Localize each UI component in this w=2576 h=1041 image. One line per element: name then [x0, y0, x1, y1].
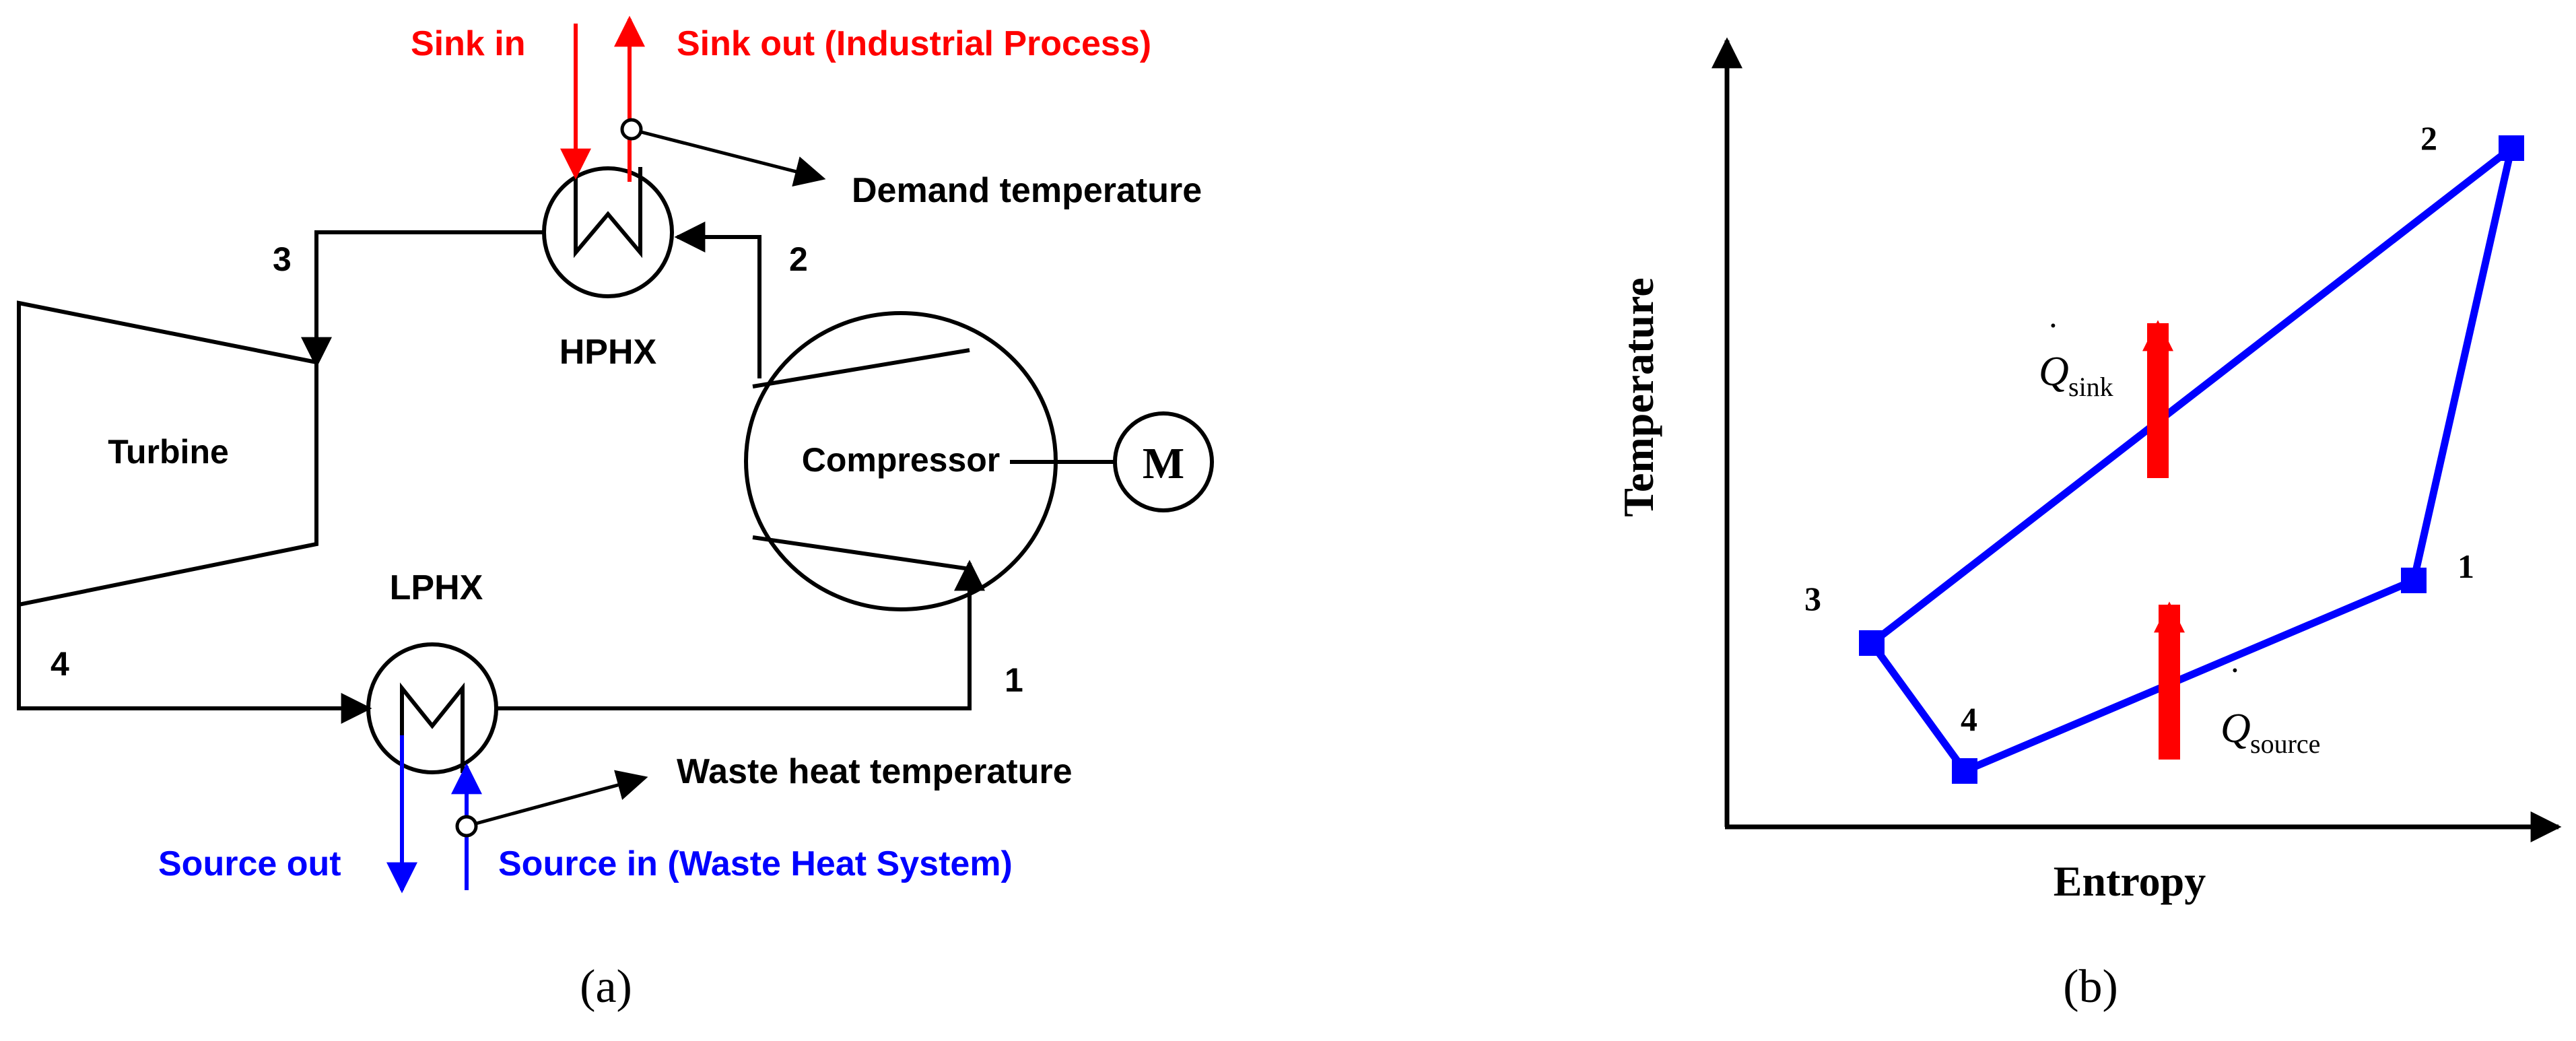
q-source-symbol: Q	[2221, 706, 2251, 751]
pipe-turbine-to-lphx	[17, 605, 372, 724]
caption-b: (b)	[2063, 961, 2118, 1013]
sink-in-label: Sink in	[411, 24, 525, 63]
demand-temperature-sensor	[620, 118, 643, 141]
waste-heat-temperature-leader	[475, 770, 648, 826]
pipe-lphx-to-compressor	[497, 560, 985, 710]
q-source-label: ˙ Q source	[2221, 661, 2320, 759]
source-out-label: Source out	[158, 844, 341, 883]
q-sink-label: ˙ Q sink	[2039, 316, 2113, 402]
turbine-shape	[17, 300, 318, 607]
ts-state-1-label: 1	[2458, 547, 2474, 585]
ts-state-4-marker	[1952, 758, 1977, 784]
ts-state-1-marker	[2401, 568, 2427, 593]
schematic-state-4-label: 4	[50, 645, 69, 683]
schematic-state-2-label: 2	[789, 240, 808, 278]
source-in-label: Source in (Waste Heat System)	[498, 844, 1013, 883]
hphx-shape	[542, 166, 674, 298]
schematic-panel: Turbine Compressor M HPHX LPHX 1 2 3 4 S…	[17, 15, 1214, 1013]
pipe-compressor-to-hphx	[674, 222, 761, 378]
compressor-label: Compressor	[802, 441, 1001, 479]
ts-state-2-label: 2	[2420, 119, 2437, 157]
schematic-state-3-label: 3	[273, 240, 292, 278]
pipe-hphx-to-turbine	[301, 230, 544, 368]
ts-state-2-marker	[2499, 135, 2524, 161]
hphx-label: HPHX	[560, 333, 657, 372]
q-sink-dot: ˙	[2047, 316, 2060, 358]
compressor-lower-vane	[752, 535, 970, 571]
waste-heat-temperature-sensor	[455, 815, 478, 838]
turbine-label: Turbine	[108, 433, 229, 471]
schematic-state-1-label: 1	[1005, 661, 1023, 699]
sink-out-label: Sink out (Industrial Process)	[677, 24, 1151, 63]
q-source-dot: ˙	[2229, 661, 2241, 702]
y-axis-label: Temperature	[1615, 277, 1662, 517]
hphx-coil	[574, 167, 642, 259]
compressor-upper-vane	[752, 348, 970, 389]
motor-label: M	[1143, 439, 1184, 488]
waste-heat-temperature-label: Waste heat temperature	[677, 752, 1073, 791]
q-sink-subscript: sink	[2068, 372, 2113, 402]
ts-cycle-line	[1868, 144, 2515, 775]
q-source-subscript: source	[2250, 729, 2320, 759]
ts-state-3-label: 3	[1804, 580, 1821, 617]
lphx-coil	[400, 682, 465, 773]
lphx-label: LPHX	[390, 568, 483, 607]
caption-a: (a)	[580, 961, 632, 1013]
lphx-shape	[366, 642, 498, 774]
x-axis-label: Entropy	[2054, 857, 2206, 905]
motor-shape	[1113, 411, 1214, 512]
ts-state-3-marker	[1859, 630, 1885, 656]
demand-temperature-leader	[640, 130, 826, 187]
q-sink-symbol: Q	[2039, 349, 2069, 395]
demand-temperature-label: Demand temperature	[852, 171, 1202, 210]
ts-state-4-label: 4	[1961, 700, 1977, 738]
ts-diagram-panel: Entropy Temperature 1 2 3 4 ˙ Q sink ˙ Q…	[1615, 37, 2562, 1013]
